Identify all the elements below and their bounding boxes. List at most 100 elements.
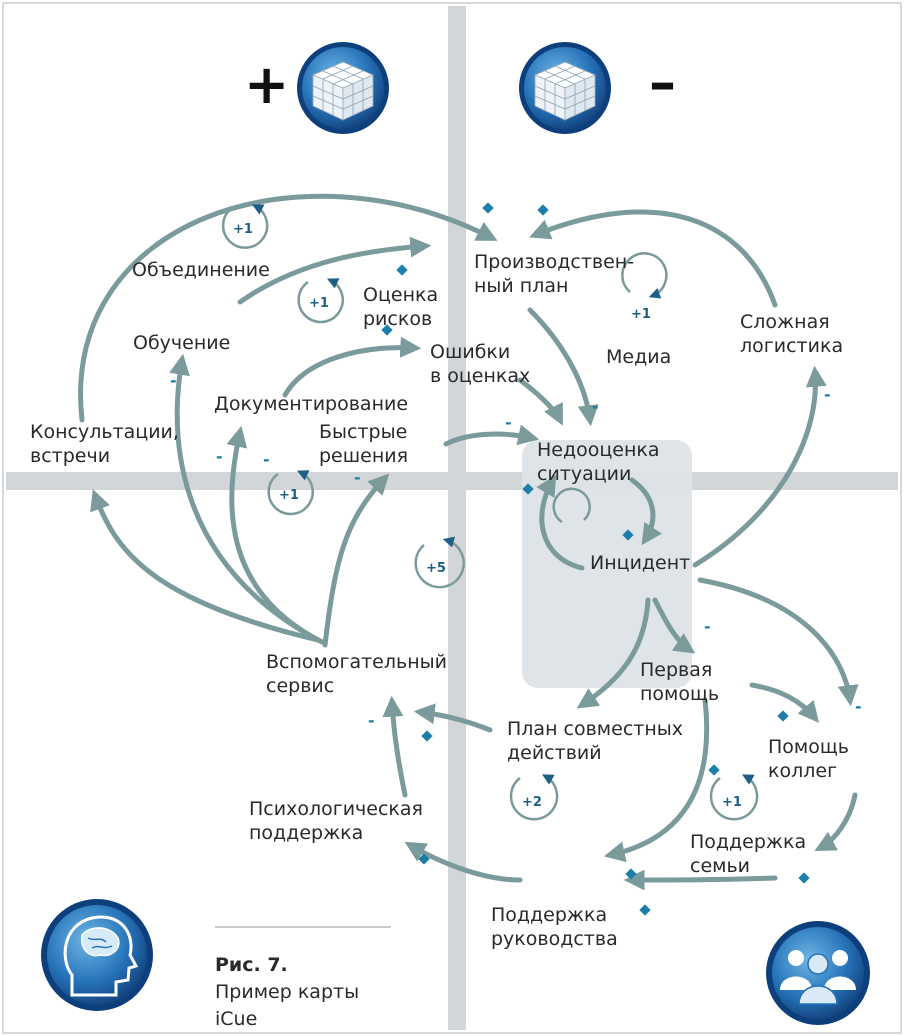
loop-circle [221,204,269,249]
loop-circle [552,487,591,524]
minus-marks: - - - - - - - - - - [170,371,862,730]
arrow [282,336,422,398]
loop-circle [709,774,759,821]
arrow [237,236,432,305]
cube-icon [519,42,611,134]
diamond [708,764,720,776]
vertical-axis [448,6,466,1030]
polarity-diamonds [381,202,810,916]
loop-circle [297,278,344,324]
loop-label: +1 [233,222,253,237]
arrow [749,682,820,723]
node-documenting: Документирование [214,393,409,415]
caption-text: Пример карты iCue [215,981,360,1030]
plus-sign: + [244,53,290,116]
node-risk-eval: Оценка рисков [363,284,439,330]
diamond [537,204,549,216]
arrow [226,425,325,645]
node-joint-plan: План совместных действий [507,718,684,764]
diamond [381,324,393,336]
diamond [396,264,408,276]
node-colleague-help: Помощь коллег [768,736,849,782]
node-consultations: Консультации, встречи [30,421,179,467]
arrow [536,474,585,571]
node-aux-service: Вспомогательный сервис [266,651,447,697]
diamond [625,868,637,880]
minus-sign: - [216,447,223,466]
diamond [777,710,789,722]
minus-sign: - [592,397,599,416]
arrow [623,869,778,891]
causal-arrows [78,193,859,891]
figure-caption: Рис. 7. Пример карты iCue [215,952,359,1033]
arrow [443,424,540,447]
caption-rule [215,926,391,928]
node-quick-decisions: Быстрые решения [319,421,409,467]
loop-label: +2 [522,795,542,810]
diamond [418,853,430,865]
node-merge: Объединение [132,259,270,281]
node-family-support: Поддержка семьи [690,831,807,877]
cube-icon [297,42,389,134]
arrow [322,473,390,648]
diamond [798,872,810,884]
loop-label: +1 [279,488,299,503]
arrow [529,209,778,308]
arrow [404,841,523,883]
node-management-support: Поддержка руководства [491,904,618,950]
minus-sign: - [170,371,177,390]
minus-sign-header: – [649,51,676,114]
node-underestimation: Недооценка ситуации [537,439,660,485]
arrow [576,597,651,709]
loop-label: +1 [309,296,329,311]
node-first-aid: Первая помощь [640,659,720,705]
loop-circle [621,252,668,299]
people-group-icon [766,921,870,1025]
loop-circle [414,536,465,589]
arrow [169,353,321,643]
arrow [697,577,859,707]
horizontal-axis [6,472,898,490]
arrow [603,697,710,863]
node-media: Медиа [606,346,672,368]
node-psych-support: Психологическая поддержка [249,798,423,844]
loop-label: +1 [631,307,651,322]
head-brain-icon [41,899,153,1011]
node-complex-logistics: Сложная логистика [740,311,844,357]
minus-sign: - [368,711,375,730]
minus-sign: - [263,450,270,469]
loop-label: +5 [426,561,446,576]
arrow [90,489,321,643]
arrow [692,365,827,568]
arrow [382,695,408,798]
arrow [413,703,493,733]
minus-sign: - [824,385,831,404]
node-incident: Инцидент [590,552,691,574]
caption-fig: Рис. 7. [215,954,288,976]
loop-label: +1 [722,795,742,810]
diamond [639,904,651,916]
diamond [482,202,494,214]
arrow [527,307,599,427]
minus-sign: - [704,617,711,636]
arrow [78,193,498,423]
loop-labels: +1 +1 +1 +1 +5 +2 +1 [233,222,742,810]
arrow [629,477,662,546]
loop-circle [509,774,559,821]
diamond [421,730,433,742]
diamond [622,529,634,541]
node-production-plan: Производствен- ный план [474,251,635,297]
diamond [522,483,534,495]
loop-markers [221,204,759,821]
loop-circle [267,470,314,516]
node-errors-in-estimates: Ошибки в оценках [430,341,531,387]
minus-sign: - [354,468,361,487]
arrow [652,597,696,654]
arrow [814,792,858,851]
node-training: Обучение [133,332,231,354]
minus-sign: - [855,697,862,716]
arrow [517,377,563,426]
